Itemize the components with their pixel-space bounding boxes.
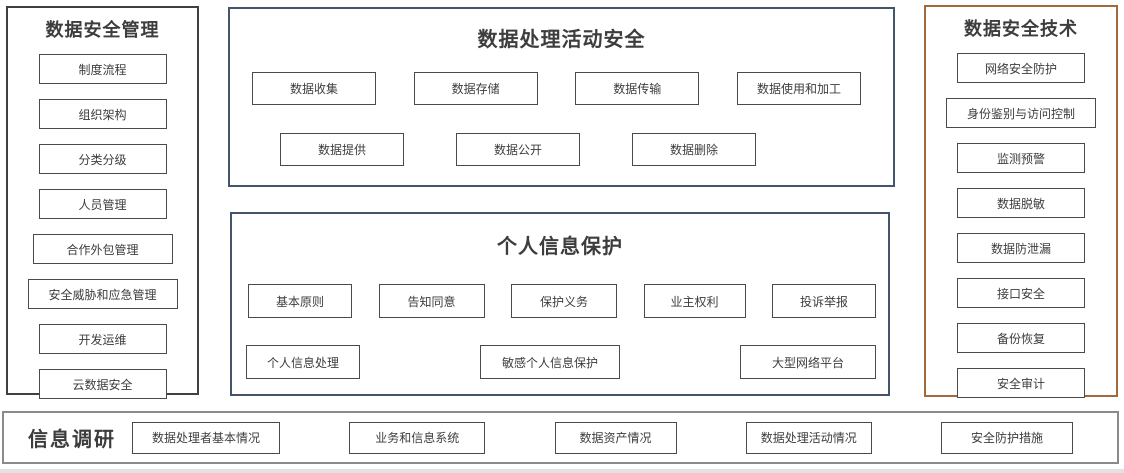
diagram-node: 接口安全 <box>957 278 1085 308</box>
diagram-node: 保护义务 <box>511 284 617 318</box>
diagram-node: 数据提供 <box>280 133 404 166</box>
diagram-node: 网络安全防护 <box>957 53 1085 83</box>
diagram-node: 数据公开 <box>456 133 580 166</box>
diagram-node: 合作外包管理 <box>32 234 173 264</box>
panel-title-technology: 数据安全技术 <box>964 19 1078 39</box>
diagram-node: 大型网络平台 <box>740 345 876 379</box>
panel-title-research: 信息调研 <box>28 429 116 451</box>
diagram-node: 身份鉴别与访问控制 <box>946 98 1096 128</box>
panel-data-processing-activity-security: 数据处理活动安全 数据收集 数据存储 数据传输 数据使用和加工 数据提供 数据公… <box>228 7 895 187</box>
diagram-node: 数据处理者基本情况 <box>132 421 280 454</box>
diagram-node: 敏感个人信息保护 <box>480 345 620 379</box>
diagram-node: 安全审计 <box>957 368 1085 398</box>
diagram-node: 数据删除 <box>632 133 756 166</box>
diagram-node: 数据处理活动情况 <box>745 421 872 454</box>
diagram-node: 安全威胁和应急管理 <box>27 279 178 309</box>
panel-personal-information-protection: 个人信息保护 基本原则 告知同意 保护义务 业主权利 投诉举报 个人信息处理 敏… <box>230 212 890 396</box>
diagram-node: 业务和信息系统 <box>349 421 486 454</box>
personal-row-2: 个人信息处理 敏感个人信息保护 大型网络平台 <box>246 345 876 379</box>
technology-node-list: 网络安全防护 身份鉴别与访问控制 监测预警 数据脱敏 数据防泄漏 接口安全 备份… <box>926 53 1116 398</box>
diagram-node: 监测预警 <box>957 143 1085 173</box>
diagram-node: 安全防护措施 <box>941 421 1073 454</box>
panel-information-research: 信息调研 数据处理者基本情况 业务和信息系统 数据资产情况 数据处理活动情况 安… <box>2 411 1119 464</box>
processing-row-1: 数据收集 数据存储 数据传输 数据使用和加工 <box>252 72 861 105</box>
panel-data-security-technology: 数据安全技术 网络安全防护 身份鉴别与访问控制 监测预警 数据脱敏 数据防泄漏 … <box>924 5 1118 398</box>
diagram-node: 分类分级 <box>38 144 167 174</box>
bottom-edge-strip <box>0 469 1124 473</box>
diagram-node: 备份恢复 <box>957 323 1085 353</box>
diagram-node: 开发运维 <box>38 324 167 354</box>
panel-title-management: 数据安全管理 <box>45 20 160 40</box>
diagram-node: 基本原则 <box>248 284 352 318</box>
diagram-node: 数据防泄漏 <box>957 233 1085 263</box>
panel-data-security-management: 数据安全管理 制度流程 组织架构 分类分级 人员管理 合作外包管理 安全威胁和应… <box>6 6 199 399</box>
panel-title-personal: 个人信息保护 <box>497 236 623 258</box>
diagram-node: 个人信息处理 <box>246 345 360 379</box>
diagram-node: 数据脱敏 <box>957 188 1085 218</box>
diagram-node: 数据资产情况 <box>554 421 677 454</box>
diagram-node: 数据使用和加工 <box>736 72 861 105</box>
diagram-node: 数据存储 <box>413 72 538 105</box>
diagram-node: 人员管理 <box>38 189 167 219</box>
diagram-node: 制度流程 <box>38 54 167 84</box>
diagram-node: 业主权利 <box>643 284 746 318</box>
panel-title-processing: 数据处理活动安全 <box>477 29 646 51</box>
processing-row-2: 数据提供 数据公开 数据删除 <box>280 133 893 166</box>
research-node-list: 数据处理者基本情况 业务和信息系统 数据资产情况 数据处理活动情况 安全防护措施 <box>132 421 1073 454</box>
diagram-node: 云数据安全 <box>38 369 167 399</box>
management-node-list: 制度流程 组织架构 分类分级 人员管理 合作外包管理 安全威胁和应急管理 开发运… <box>8 54 197 399</box>
diagram-node: 数据传输 <box>575 72 700 105</box>
personal-row-1: 基本原则 告知同意 保护义务 业主权利 投诉举报 <box>248 284 876 318</box>
diagram-node: 数据收集 <box>252 72 376 105</box>
diagram-node: 告知同意 <box>378 284 485 318</box>
diagram-node: 组织架构 <box>38 99 167 129</box>
diagram-node: 投诉举报 <box>772 284 876 318</box>
